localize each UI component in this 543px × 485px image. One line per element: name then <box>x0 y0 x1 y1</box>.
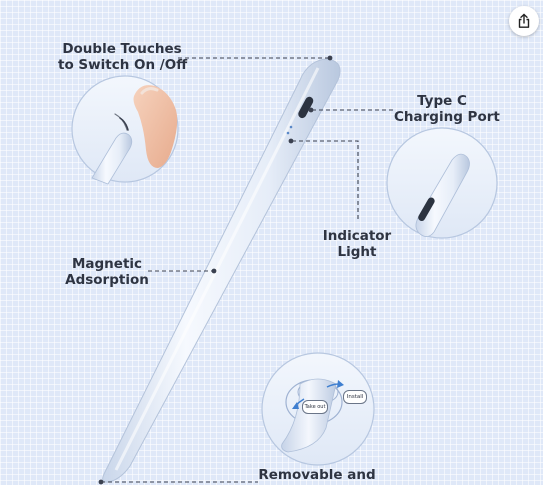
callout-lines <box>101 57 394 483</box>
double-touch-label: Double Touches to Switch On /Off <box>58 41 188 73</box>
removable-line-1: Removable and <box>258 467 376 483</box>
share-icon <box>518 13 530 28</box>
share-button[interactable] <box>509 6 539 36</box>
take-out-badge-text: Take out <box>304 404 326 410</box>
type-c-label: Type C Charging Port <box>394 93 500 125</box>
take-out-badge: Take out <box>302 400 328 414</box>
indicator-label: Indicator Light <box>320 228 394 260</box>
double-touch-detail <box>71 75 179 185</box>
install-badge: Install <box>343 390 367 404</box>
double-touch-line-1: Double Touches <box>62 41 182 57</box>
magnetic-line-2: Adsorption <box>65 272 149 288</box>
type-c-line-2: Charging Port <box>394 109 500 125</box>
install-badge-text: Install <box>346 394 364 400</box>
type-c-line-1: Type C <box>417 93 467 109</box>
double-touch-line-2: to Switch On /Off <box>58 57 188 73</box>
type-c-detail <box>386 127 498 239</box>
removable-label: Removable and <box>258 467 376 483</box>
magnetic-label: Magnetic Adsorption <box>64 256 150 288</box>
stylus-pen <box>102 58 341 483</box>
indicator-line-2: Light <box>337 244 377 260</box>
callout-dots <box>98 55 333 485</box>
indicator-line-1: Indicator <box>322 228 392 244</box>
magnetic-line-1: Magnetic <box>71 256 143 272</box>
